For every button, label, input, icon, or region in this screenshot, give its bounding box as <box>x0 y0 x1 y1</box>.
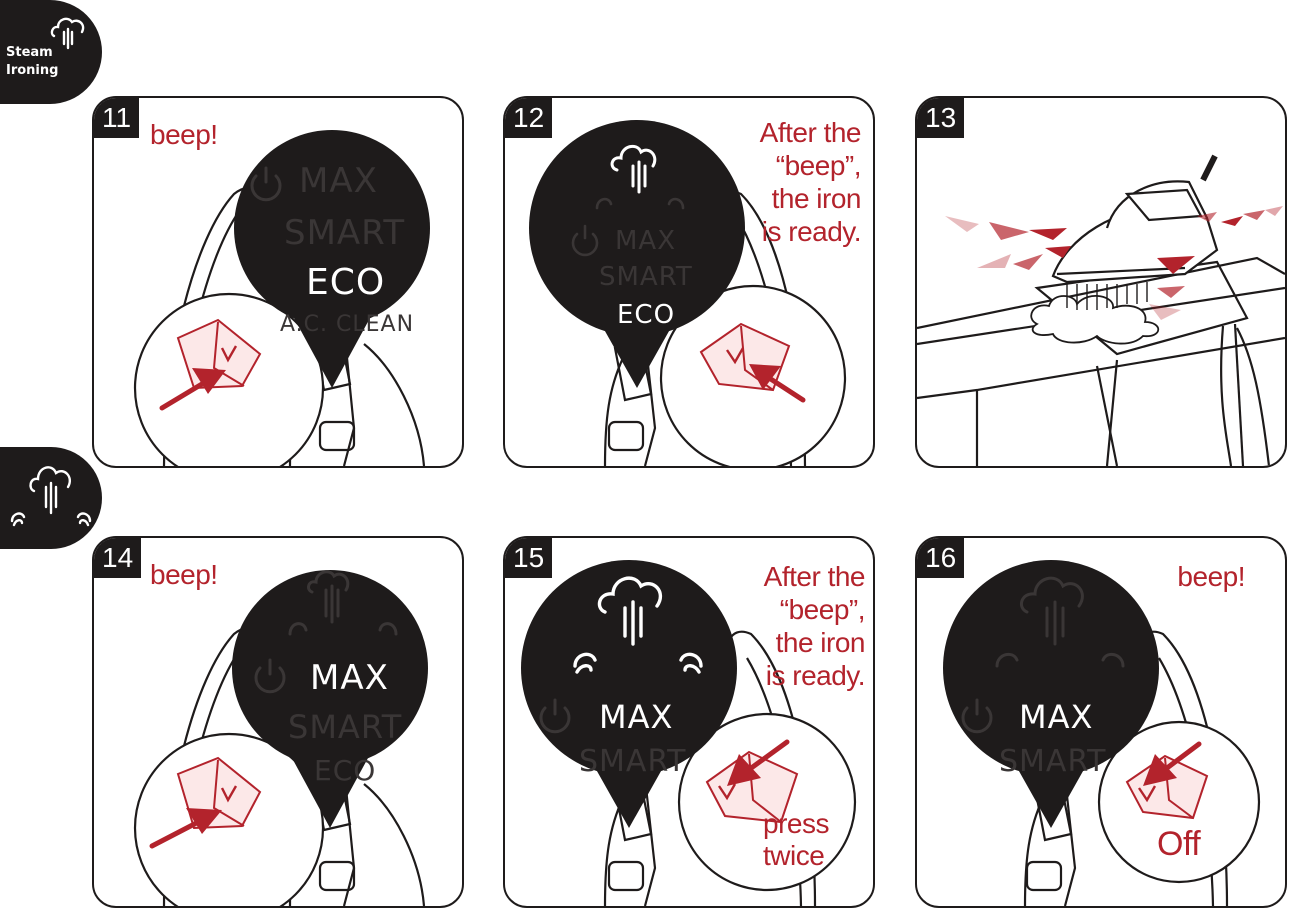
step-caption: beep! <box>1177 561 1245 592</box>
section-tab-steam-ironing: Steam Ironing <box>0 0 102 104</box>
step-number: 15 <box>505 538 553 578</box>
step-number: 16 <box>917 538 965 578</box>
mode-label-max: MAX <box>299 161 378 201</box>
mode-label-eco: ECO <box>314 754 377 787</box>
step-number: 11 <box>94 98 140 138</box>
steam-iron-illustration <box>1051 154 1219 284</box>
mode-label-smart: SMART <box>599 262 693 292</box>
press-arrow-icon <box>749 364 806 403</box>
step-caption: beep! <box>150 119 218 150</box>
mode-label-smart: SMART <box>579 744 687 779</box>
mode-display-bubble <box>521 560 737 828</box>
power-icon <box>250 166 282 202</box>
press-instruction: press twice <box>763 808 829 871</box>
step-panel-12: 12 After the “beep”, the iron is ready. … <box>503 96 875 468</box>
press-arrow-icon <box>149 808 222 849</box>
mode-label-max-active: MAX <box>1019 698 1094 736</box>
step-number: 14 <box>94 538 142 578</box>
step-caption: beep! <box>150 559 218 590</box>
mode-label-eco-active: ECO <box>306 262 386 303</box>
press-arrow-icon <box>159 368 226 411</box>
off-label: Off <box>1157 825 1201 863</box>
press-arrow-icon <box>727 739 790 786</box>
step-panel-14: 14 beep! MAX SMART ECO <box>92 536 464 908</box>
steam-max-icon <box>961 576 1125 734</box>
mode-label-max-active: MAX <box>310 658 389 698</box>
section-tab-title: Steam Ironing <box>6 45 59 78</box>
iron-handle-illustration <box>529 120 847 466</box>
heat-indicator-icons <box>945 206 1283 320</box>
iron-handle-illustration <box>133 130 430 466</box>
mode-label-smart: SMART <box>999 744 1107 779</box>
steam-burst-icon <box>6 455 96 539</box>
step-panel-16: 16 beep! MAX SMART Off <box>915 536 1287 908</box>
iron-handle-illustration <box>943 560 1261 906</box>
step-caption: After the “beep”, the iron is ready. <box>763 561 866 691</box>
step-caption: After the “beep”, the iron is ready. <box>759 117 862 247</box>
mode-display-bubble <box>943 560 1159 828</box>
iron-handle-illustration <box>133 570 428 906</box>
steam-max-icon <box>254 570 398 694</box>
mode-button-illustration <box>705 750 799 824</box>
step-panel-11: 11 beep! MAX SMART ECO A.C. CLEAN <box>92 96 464 468</box>
mode-label-smart: SMART <box>284 213 406 253</box>
mode-label-max-active: MAX <box>599 698 674 736</box>
steam-cloud-icon <box>48 10 88 54</box>
mode-display-bubble <box>232 570 428 828</box>
step-number: 12 <box>505 98 553 138</box>
mode-label-eco-active: ECO <box>617 300 676 330</box>
mode-label-clean: A.C. CLEAN <box>280 312 415 337</box>
steam-eco-icon <box>610 144 657 194</box>
mode-label-smart: SMART <box>288 708 403 746</box>
press-arrow-icon <box>1143 741 1202 786</box>
mode-label-max: MAX <box>615 226 677 256</box>
iron-handle-illustration <box>521 560 857 906</box>
step-panel-15: 15 After the “beep”, the iron is ready. … <box>503 536 875 908</box>
ironing-board-illustration <box>917 154 1285 466</box>
steam-cloud-illustration <box>1030 295 1160 345</box>
section-tab-steam-mode <box>0 447 102 549</box>
steam-max-icon <box>573 576 703 674</box>
mode-display-bubble <box>234 130 430 388</box>
step-number: 13 <box>917 98 965 138</box>
mode-display-bubble <box>529 120 745 388</box>
step-panel-13: 13 <box>915 96 1287 468</box>
